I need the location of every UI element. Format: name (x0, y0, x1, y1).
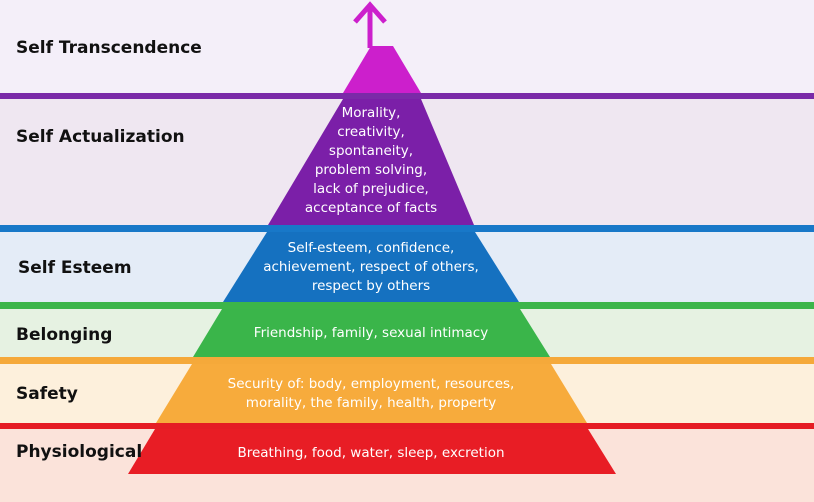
description-self-actualization: Morality, creativity, spontaneity, probl… (271, 104, 471, 218)
description-self-esteem: Self-esteem, confidence, achievement, re… (241, 239, 501, 296)
separator-2 (0, 302, 814, 309)
pyramid-level-self-esteem (223, 232, 519, 302)
description-line: Morality, (341, 105, 401, 121)
description-line: Friendship, family, sexual intimacy (253, 325, 489, 341)
level-label-self-actualization: Self Actualization (16, 127, 185, 147)
description-safety: Security of: body, employment, resources… (196, 375, 546, 413)
description-line: Self-esteem, confidence, (287, 240, 455, 256)
description-physiological: Breathing, food, water, sleep, excretion (196, 444, 546, 463)
pyramid-level-self-actualization (268, 99, 474, 225)
pyramid-level-safety (156, 364, 587, 423)
description-line: acceptance of facts (304, 200, 438, 216)
pyramid-level-physiological (128, 429, 616, 474)
description-line: spontaneity, (328, 143, 414, 159)
level-label-belonging: Belonging (16, 325, 113, 345)
description-belonging: Friendship, family, sexual intimacy (221, 324, 521, 343)
description-line: creativity, (337, 124, 405, 140)
description-line: Breathing, food, water, sleep, excretion (237, 445, 505, 461)
level-label-physiological: Physiological (16, 442, 143, 462)
description-line: Security of: body, employment, resources… (227, 376, 515, 392)
separator-1 (0, 225, 814, 232)
level-label-self-esteem: Self Esteem (18, 258, 132, 278)
description-line: achievement, respect of others, (263, 259, 479, 275)
up-arrow-icon (353, 1, 387, 48)
description-line: problem solving, (314, 162, 428, 178)
description-line: lack of prejudice, (313, 181, 429, 197)
pyramid-level-belonging (193, 309, 550, 357)
separator-3 (0, 357, 814, 364)
separator-0 (0, 93, 814, 99)
separator-4 (0, 423, 814, 429)
level-label-safety: Safety (16, 384, 78, 404)
description-line: respect by others (311, 278, 431, 294)
description-line: morality, the family, health, property (245, 395, 497, 411)
level-label-self-transcendence: Self Transcendence (16, 38, 202, 58)
pyramid-level-self-transcendence (343, 46, 421, 93)
